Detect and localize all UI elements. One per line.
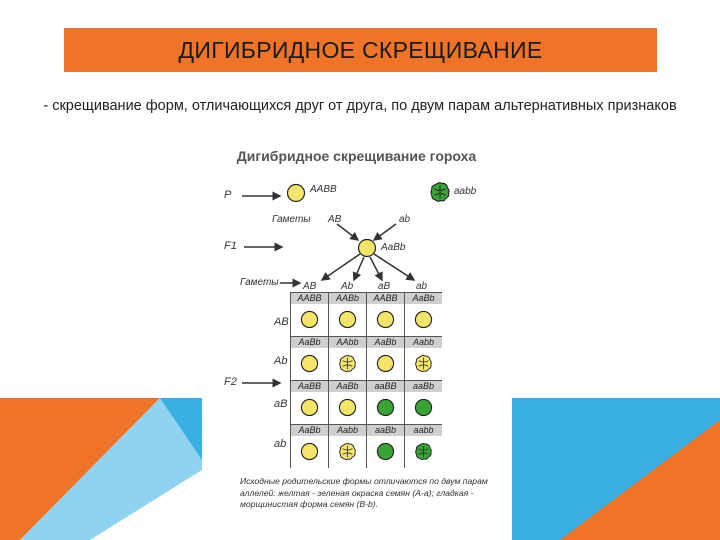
cell-genotype: Aabb <box>405 337 442 348</box>
yellow-smooth-pea-icon <box>414 310 433 329</box>
f1-to-ab <box>373 253 416 281</box>
cell-genotype: AABb <box>329 293 366 304</box>
f1-gamete-row-4: ab <box>274 438 287 450</box>
f1-to-AB <box>320 253 361 281</box>
cell-genotype: AaBB <box>291 381 328 392</box>
punnett-cell: AaBb <box>329 381 366 424</box>
yellow-smooth-pea-icon <box>338 398 357 417</box>
yellow-smooth-pea-icon <box>300 442 319 461</box>
f1-gamete-col-2: Ab <box>341 281 354 292</box>
punnett-cell: AaBb <box>291 425 328 468</box>
dihybrid-cross-figure: Дигибридное скрещивание гороха P F1 F2 Г… <box>202 140 511 532</box>
parent-green-wrinkled-pea-icon <box>430 182 450 202</box>
slide-subtitle: - скрещивание форм, отличающихся друг от… <box>43 98 677 114</box>
f1-genotype: AaBb <box>381 242 406 253</box>
green-smooth-pea-icon <box>376 398 395 417</box>
parent-genotype-2: aabb <box>454 186 477 197</box>
f1-yellow-smooth-pea-icon <box>357 238 377 258</box>
punnett-cell: AaBb <box>367 337 404 380</box>
yellow-smooth-pea-icon <box>300 354 319 373</box>
cross-arrows <box>242 191 416 388</box>
punnett-cell: AABb <box>329 293 366 336</box>
cell-genotype: AaBb <box>329 381 366 392</box>
punnett-cell: AABB <box>367 293 404 336</box>
figure-title: Дигибридное скрещивание гороха <box>236 148 477 164</box>
f1-gamete-row-1: AB <box>274 316 289 328</box>
label-gametes-parent: Гаметы <box>272 214 311 225</box>
punnett-cell: AaBB <box>291 381 328 424</box>
punnett-cell: AaBb <box>291 337 328 380</box>
cell-genotype: aaBb <box>405 381 442 392</box>
punnett-cell: Aabb <box>405 337 442 380</box>
green-wrinkled-pea-icon <box>415 442 432 461</box>
f1-to-aB <box>369 256 383 282</box>
yellow-smooth-pea-icon <box>376 354 395 373</box>
cell-genotype: AABB <box>291 293 328 304</box>
punnett-cell: AaBb <box>405 293 442 336</box>
yellow-smooth-pea-icon <box>300 310 319 329</box>
green-smooth-pea-icon <box>376 442 395 461</box>
title-bar: ДИГИБРИДНОЕ СКРЕЩИВАНИЕ <box>64 28 657 72</box>
yellow-wrinkled-pea-icon <box>415 354 432 373</box>
cell-genotype: Aabb <box>329 425 366 436</box>
f1-gamete-col-3: aB <box>378 281 391 292</box>
slide-title: ДИГИБРИДНОЕ СКРЕЩИВАНИЕ <box>178 36 543 63</box>
gamete-ab-lower-arrow <box>372 223 397 241</box>
f1-gamete-col-4: ab <box>416 281 428 292</box>
deco-orange-left <box>0 398 160 540</box>
deco-blue-left <box>160 398 202 460</box>
gamete-ab-arrow <box>336 223 360 241</box>
yellow-smooth-pea-icon <box>300 398 319 417</box>
f1-gamete-row-3: aB <box>274 398 288 410</box>
punnett-cell: aabb <box>405 425 442 468</box>
label-gametes-f1: Гаметы <box>240 277 279 288</box>
punnett-cell: aaBb <box>405 381 442 424</box>
cell-genotype: AABB <box>367 293 404 304</box>
yellow-smooth-pea-icon <box>376 310 395 329</box>
deco-lightblue-left <box>20 398 202 540</box>
punnett-cell: AAbb <box>329 337 366 380</box>
punnett-cell: Aabb <box>329 425 366 468</box>
cell-genotype: AaBb <box>291 425 328 436</box>
cell-genotype: AaBb <box>291 337 328 348</box>
figure-caption: Исходные родительские формы отличаются п… <box>240 476 488 509</box>
yellow-wrinkled-pea-icon <box>339 354 356 373</box>
label-f2: F2 <box>224 376 237 388</box>
yellow-wrinkled-pea-icon <box>339 442 356 461</box>
deco-orange-right <box>560 420 720 540</box>
parent-gamete-1: AB <box>328 214 342 225</box>
punnett-cell: AABB <box>291 293 328 336</box>
f1-gamete-row-2: Ab <box>274 355 288 367</box>
parent-gamete-2: ab <box>399 214 411 225</box>
green-smooth-pea-icon <box>414 398 433 417</box>
label-p: P <box>224 189 232 201</box>
cell-genotype: aaBB <box>367 381 404 392</box>
f1-to-Ab <box>352 256 365 282</box>
cell-genotype: AaBb <box>367 337 404 348</box>
cell-genotype: AAbb <box>329 337 366 348</box>
punnett-cell: aaBB <box>367 381 404 424</box>
label-f1: F1 <box>224 240 237 252</box>
cell-genotype: aabb <box>405 425 442 436</box>
parent-yellow-smooth-pea-icon <box>286 183 306 203</box>
f1-gamete-col-1: AB <box>303 281 317 292</box>
punnett-cell: aaBb <box>367 425 404 468</box>
yellow-smooth-pea-icon <box>338 310 357 329</box>
cell-genotype: aaBb <box>367 425 404 436</box>
parent-genotype-1: AABB <box>310 184 337 195</box>
cell-genotype: AaBb <box>405 293 442 304</box>
